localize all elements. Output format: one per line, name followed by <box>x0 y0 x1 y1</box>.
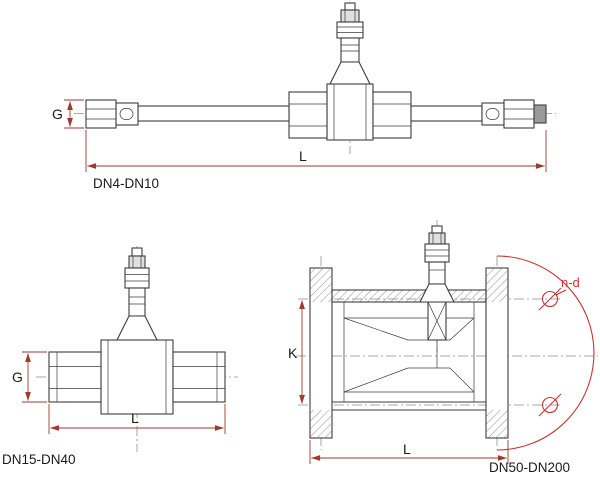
right-slot-fitting <box>481 102 505 126</box>
caption-dn4-dn10: DN4-DN10 <box>93 176 159 191</box>
right-hex-coupling <box>372 91 412 139</box>
bolt-circle-annotation: n-d <box>496 255 595 451</box>
dimension-g-label: G <box>12 369 23 385</box>
sensor-nut <box>124 267 150 289</box>
dimension-l-bottom-right: L <box>309 440 509 464</box>
top-cover-plate <box>331 289 487 303</box>
sensor-base-boss <box>329 61 371 85</box>
dimension-l-bottom-left: L <box>48 404 226 434</box>
right-pipe-extension <box>410 99 547 129</box>
dimension-g-label: G <box>52 106 63 122</box>
sensor-nut <box>336 21 364 39</box>
turbine-rotor <box>427 301 447 368</box>
drawing-dn4-dn10: G L DN4-DN10 <box>52 2 556 191</box>
flanged-meter-body <box>309 267 509 439</box>
sensor-top-cap <box>344 2 356 11</box>
sensor-neck <box>428 261 446 285</box>
drawing-dn15-dn40: G L DN15-DN40 <box>2 246 238 467</box>
left-hex-coupling <box>288 91 328 139</box>
sensor-nut <box>424 243 450 263</box>
sensor-connector <box>428 232 446 245</box>
left-pipe-extension <box>85 99 290 129</box>
caption-dn50-dn200: DN50-DN200 <box>489 460 570 475</box>
tube-bottom-wall <box>332 401 486 411</box>
right-end-cap <box>533 104 547 124</box>
venturi-internals <box>343 317 475 393</box>
meter-body <box>288 83 412 141</box>
sensor-top-cap <box>431 225 443 234</box>
sensor-assembly <box>116 247 158 341</box>
right-end-hex-nut <box>503 99 535 129</box>
flange-inner-faces <box>343 302 475 402</box>
drawing-dn50-dn200: n-d K L DN50-DN200 <box>288 220 598 475</box>
sensor-assembly <box>419 225 455 303</box>
caption-dn15-dn40: DN15-DN40 <box>2 452 76 467</box>
sensor-connector <box>128 255 146 269</box>
meter-body <box>48 339 226 415</box>
left-slot-hole <box>119 108 134 120</box>
sensor-neck <box>340 37 360 63</box>
dimension-k-label: K <box>288 345 298 361</box>
body-housing <box>100 339 174 415</box>
bolt-note-label: n-d <box>561 275 580 290</box>
dimension-l-label: L <box>131 410 139 426</box>
left-hex-nipple <box>48 351 102 403</box>
bolt-circle-arc <box>496 255 595 451</box>
left-end-hex-nut <box>85 99 117 129</box>
dimension-g-top: G <box>52 99 84 129</box>
right-pipe <box>410 105 483 122</box>
left-pipe <box>137 105 290 122</box>
sensor-base-boss <box>116 315 158 341</box>
nd-leader-line <box>555 289 567 296</box>
sensor-base-boss <box>419 283 455 303</box>
dimension-l-label: L <box>403 441 411 457</box>
sensor-neck <box>128 287 146 317</box>
right-hex-nipple <box>172 351 226 403</box>
dimension-l-top: L <box>85 130 547 172</box>
right-slot-hole <box>485 108 500 120</box>
sensor-connector <box>340 9 360 23</box>
bolt-hole-bottom <box>541 396 559 414</box>
left-slot-fitting <box>115 102 139 126</box>
sensor-assembly <box>329 2 371 85</box>
dimension-l-label: L <box>299 148 307 164</box>
dimension-k: K <box>288 300 305 404</box>
bolt-hole-top <box>541 290 559 308</box>
sensor-top-cap <box>131 247 143 257</box>
dimension-g-bottom-left: G <box>12 351 47 403</box>
